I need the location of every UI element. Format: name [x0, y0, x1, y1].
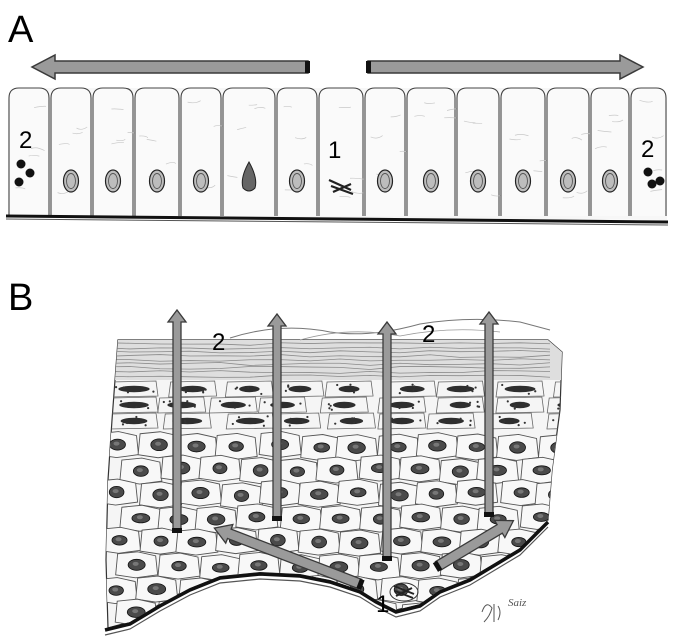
epithelial-cell — [277, 88, 317, 216]
panel-b-label: B — [8, 277, 33, 319]
panel-a-marker-2-right: 2 — [641, 136, 654, 163]
epithelial-cell — [135, 88, 179, 216]
panel-b: B — [8, 277, 601, 635]
epithelial-cell — [457, 88, 499, 216]
epithelial-cell — [547, 88, 589, 216]
epithelial-cell — [501, 88, 545, 216]
svg-text:Saiz: Saiz — [508, 597, 527, 609]
panel-a-marker-1: 1 — [328, 137, 341, 164]
epithelial-cell — [591, 88, 629, 216]
epithelial-cell — [407, 88, 455, 216]
artist-signature: Saiz — [482, 597, 527, 622]
panel-b-marker-2-left: 2 — [212, 329, 225, 356]
panel-a: A 1 2 2 — [6, 9, 668, 225]
panel-a-label: A — [8, 9, 34, 51]
epithelial-cell — [51, 88, 91, 216]
panel-a-marker-2-left: 2 — [19, 127, 32, 154]
epithelial-cell — [365, 88, 405, 216]
panel-b-marker-1: 1 — [376, 591, 389, 618]
epithelial-cell — [181, 88, 221, 216]
panel-b-marker-2-right: 2 — [422, 321, 435, 348]
epithelial-cell — [223, 88, 275, 216]
panel-a-left-arrow — [32, 55, 310, 79]
epithelial-cell — [93, 88, 133, 216]
panel-a-right-arrow — [366, 55, 643, 79]
